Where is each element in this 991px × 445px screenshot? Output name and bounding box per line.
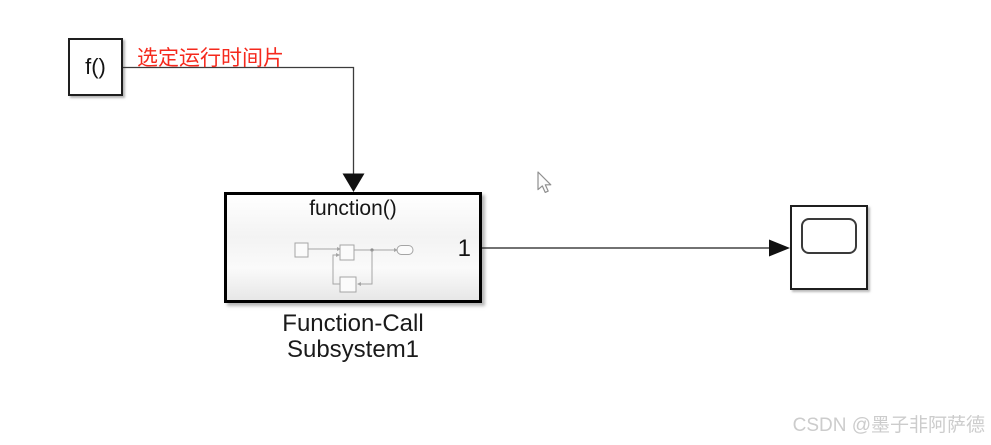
annotation-text[interactable]: 选定运行时间片 <box>137 47 284 70</box>
wire-generator-to-subsystem[interactable] <box>123 66 365 193</box>
function-call-generator-block[interactable]: f() <box>68 38 123 96</box>
subsystem-name-line1: Function-Call <box>282 310 424 337</box>
subsystem-name-line2: Subsystem1 <box>286 336 420 363</box>
function-call-subsystem-block[interactable]: function() 1 <box>224 192 482 303</box>
scope-display-icon <box>801 218 857 254</box>
generator-block-label: f() <box>85 54 106 79</box>
subsystem-name-label[interactable]: Function-Call Subsystem1 <box>194 311 512 363</box>
scope-block[interactable] <box>790 205 868 290</box>
watermark-text: CSDN @墨子非阿萨德 <box>792 415 985 436</box>
wire-subsystem-to-scope[interactable] <box>482 239 790 257</box>
subsystem-output-port-label: 1 <box>457 235 471 262</box>
mouse-pointer-icon <box>537 171 552 193</box>
subsystem-header-label: function() <box>309 197 397 220</box>
